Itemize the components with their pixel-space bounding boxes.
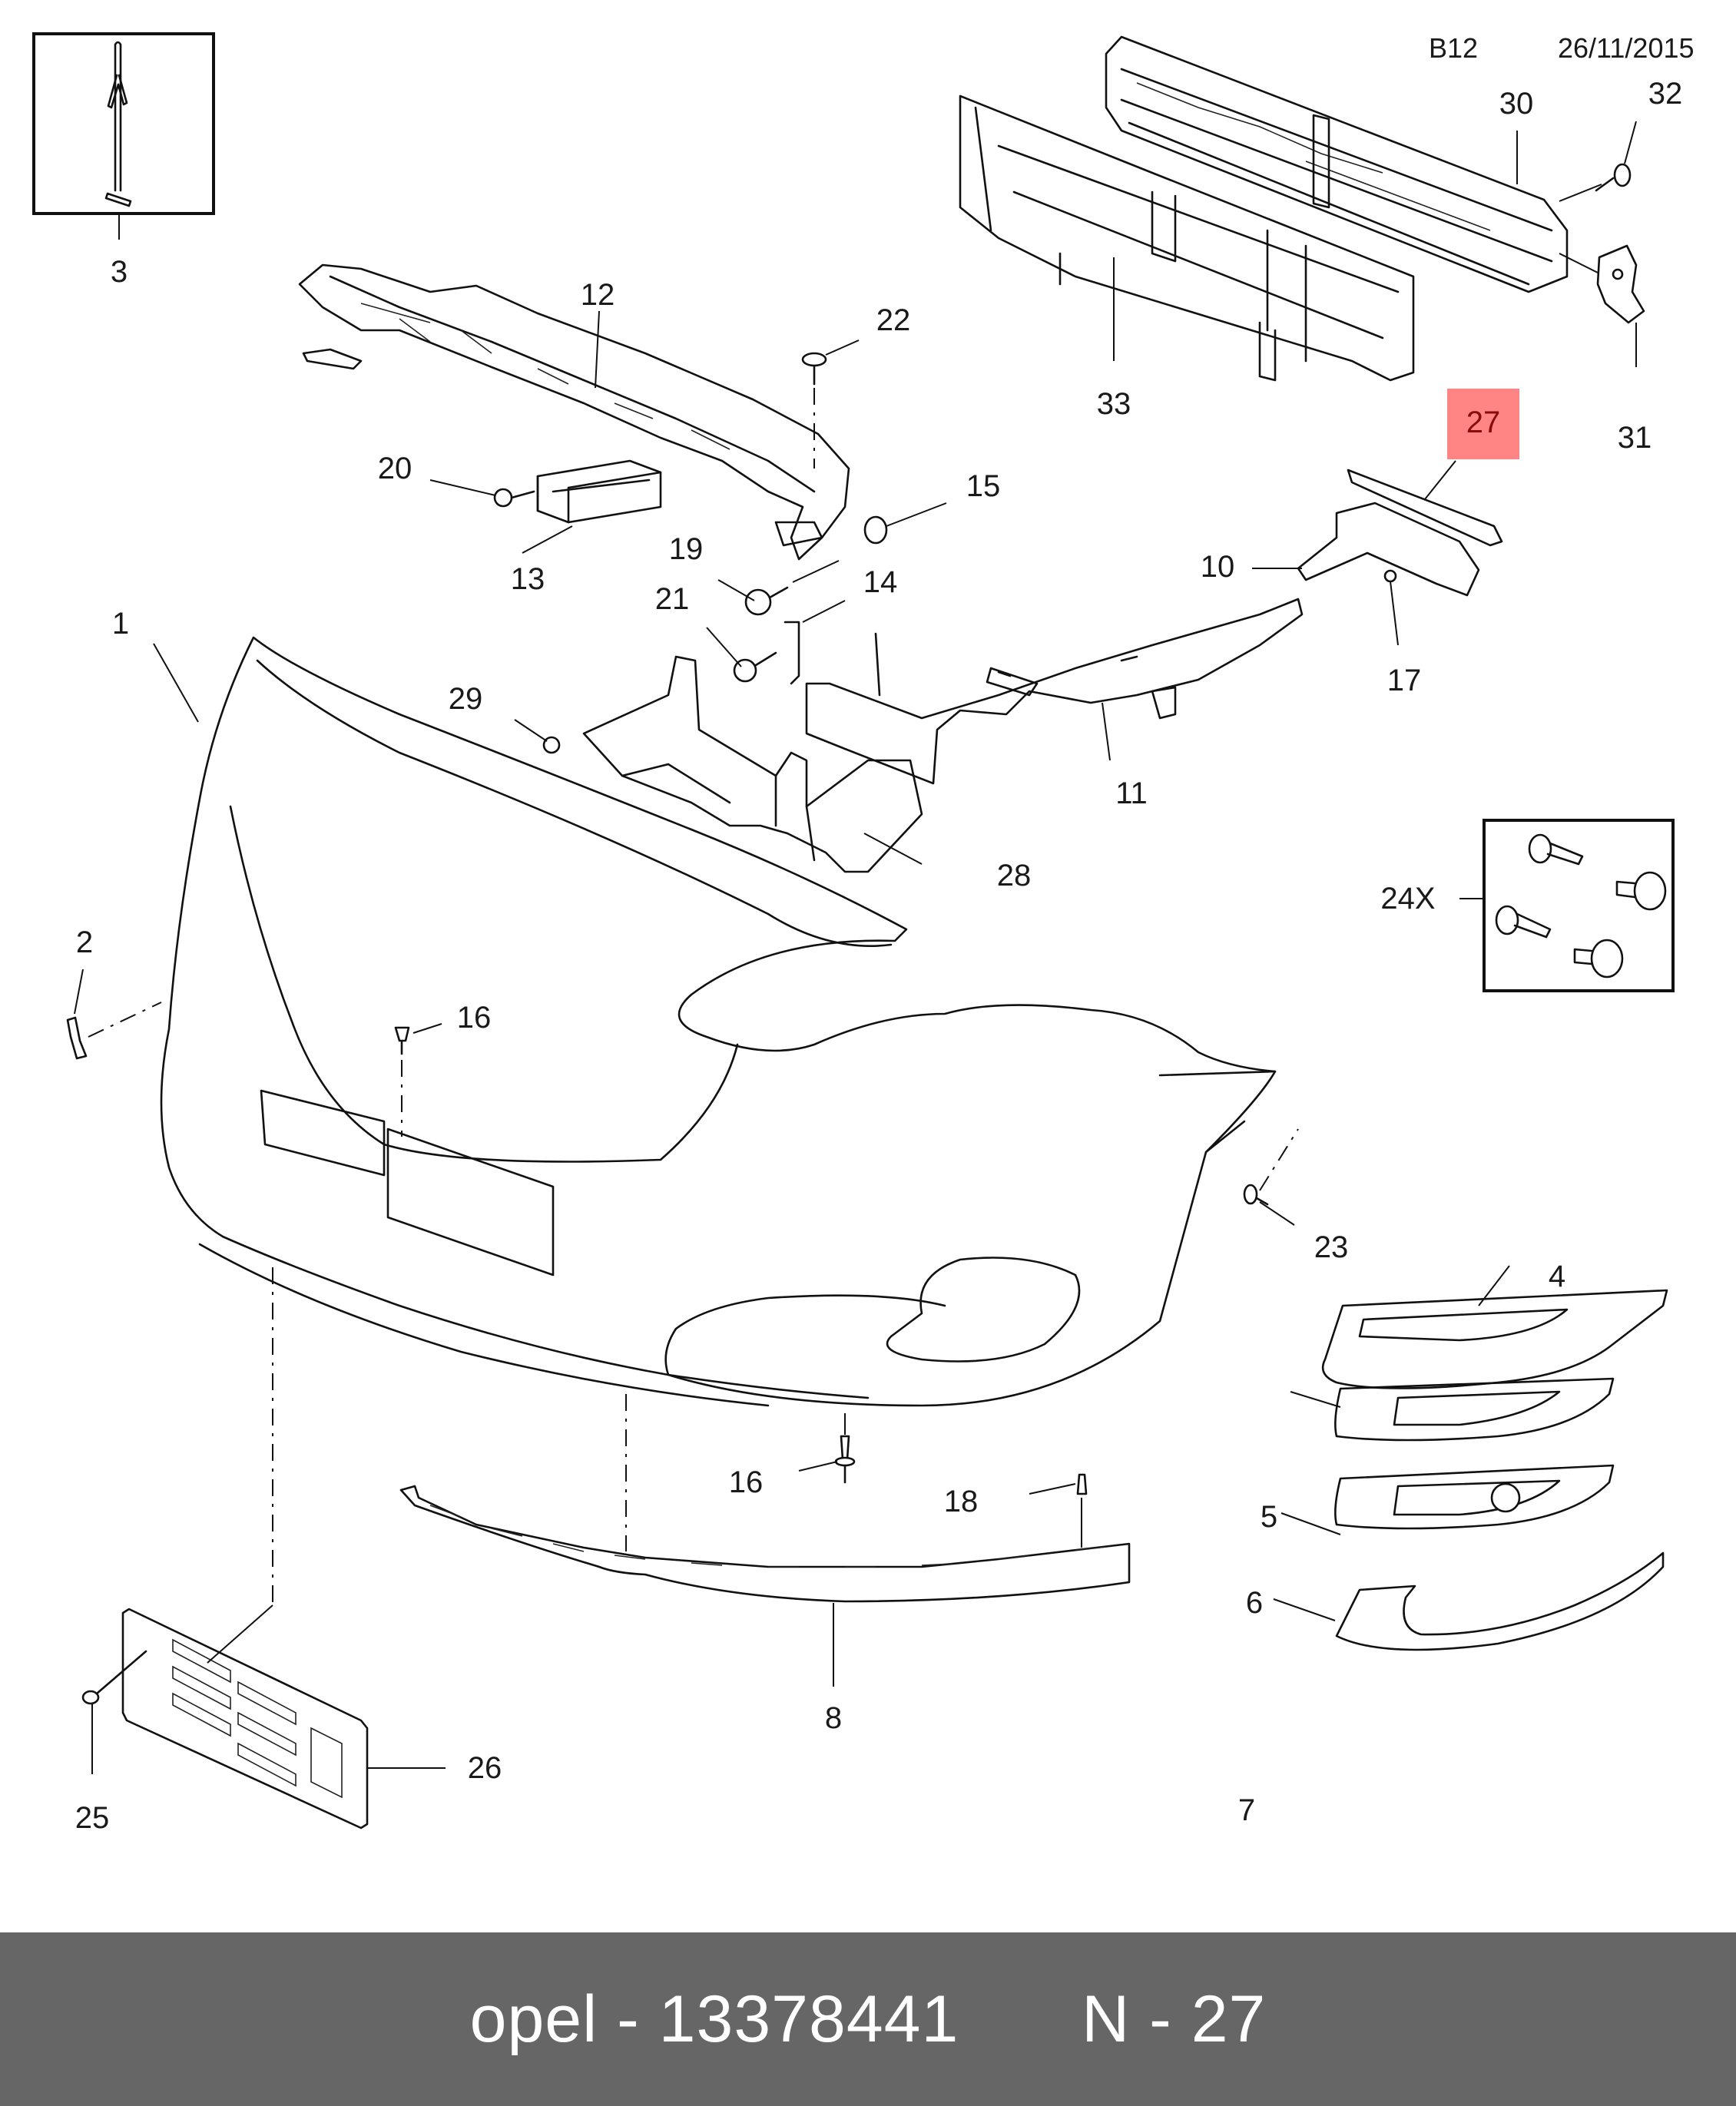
part-28-air-deflector <box>582 655 923 873</box>
parts-10-17-27 <box>1252 460 1503 646</box>
callout-11[interactable]: 11 <box>1115 777 1148 810</box>
footer-part-number: 13378441 <box>658 1982 959 2056</box>
callout-18[interactable]: 18 <box>943 1485 979 1518</box>
callout-33[interactable]: 33 <box>1096 387 1131 421</box>
callout-30[interactable]: 30 <box>1499 87 1534 121</box>
callout-25[interactable]: 25 <box>75 1801 110 1835</box>
parts-16-23 <box>394 1023 1299 1226</box>
section-code: B12 <box>1429 32 1479 64</box>
parts-31-32 <box>1559 121 1645 367</box>
callout-16-upper[interactable]: 16 <box>456 1001 492 1035</box>
callout-16-lower[interactable]: 16 <box>728 1465 764 1499</box>
callout-32[interactable]: 32 <box>1648 77 1683 111</box>
callout-28[interactable]: 28 <box>996 859 1032 892</box>
callout-24x[interactable]: 24X <box>1380 882 1436 916</box>
footer-position-prefix: N <box>1082 1982 1131 2056</box>
callout-15[interactable]: 15 <box>966 469 1001 503</box>
callout-14[interactable]: 14 <box>863 565 898 599</box>
footer-brand: opel <box>469 1982 598 2056</box>
highlighted-callout-27[interactable]: 27 <box>1447 389 1519 459</box>
part-8-lower-molding <box>399 1394 1131 1687</box>
callout-19[interactable]: 19 <box>668 532 704 566</box>
part-11-lower-bracket <box>805 598 1304 785</box>
footer-banner: opel - 13378441 N - 27 <box>0 1932 1736 2106</box>
part-24x-screw-kit <box>1459 819 1675 992</box>
callout-5[interactable]: 5 <box>1260 1500 1278 1534</box>
callout-27-label: 27 <box>1466 406 1501 439</box>
part-12-upper-bracket <box>298 263 850 561</box>
part-13-bracket <box>522 459 662 554</box>
callout-22[interactable]: 22 <box>876 303 911 337</box>
callout-21[interactable]: 21 <box>654 582 690 616</box>
callout-17[interactable]: 17 <box>1386 664 1422 697</box>
callout-23[interactable]: 23 <box>1314 1230 1349 1264</box>
callout-1[interactable]: 1 <box>111 607 130 641</box>
callout-7[interactable]: 7 <box>1237 1793 1256 1827</box>
footer-separator-2: - <box>1149 1982 1172 2056</box>
part-33-radiator-baffle <box>959 94 1415 382</box>
fasteners-upper <box>429 339 947 754</box>
footer-position: 27 <box>1191 1982 1267 2056</box>
callout-2[interactable]: 2 <box>75 926 94 959</box>
callout-12[interactable]: 12 <box>580 278 615 312</box>
footer-separator: - <box>617 1982 640 2056</box>
callout-3[interactable]: 3 <box>110 255 128 289</box>
callout-4[interactable]: 4 <box>1548 1260 1566 1293</box>
part-2-clip <box>66 969 162 1060</box>
callout-20[interactable]: 20 <box>377 452 412 485</box>
callout-29[interactable]: 29 <box>448 682 483 716</box>
parts-4-7-bezels <box>1273 1265 1668 1651</box>
diagram-artwork <box>32 32 1675 1830</box>
part-3-cable-tie-inset <box>32 32 215 240</box>
callout-8[interactable]: 8 <box>824 1701 843 1735</box>
callout-31[interactable]: 31 <box>1617 421 1652 455</box>
diagram-date: 26/11/2015 <box>1558 32 1695 64</box>
footer-text: opel - 13378441 N - 27 <box>470 1982 1267 2058</box>
part-26-license-plate-bracket <box>81 1267 446 1830</box>
callout-13[interactable]: 13 <box>510 562 545 596</box>
callout-6[interactable]: 6 <box>1245 1586 1264 1620</box>
callout-26[interactable]: 26 <box>467 1751 502 1785</box>
part-1-bumper-fascia <box>153 636 1277 1407</box>
callout-10[interactable]: 10 <box>1200 550 1235 584</box>
part-30-grille-shutter <box>1105 35 1569 293</box>
parts-diagram: B12 26/11/2015 27 3 12 22 30 32 33 31 20… <box>32 32 1695 1835</box>
